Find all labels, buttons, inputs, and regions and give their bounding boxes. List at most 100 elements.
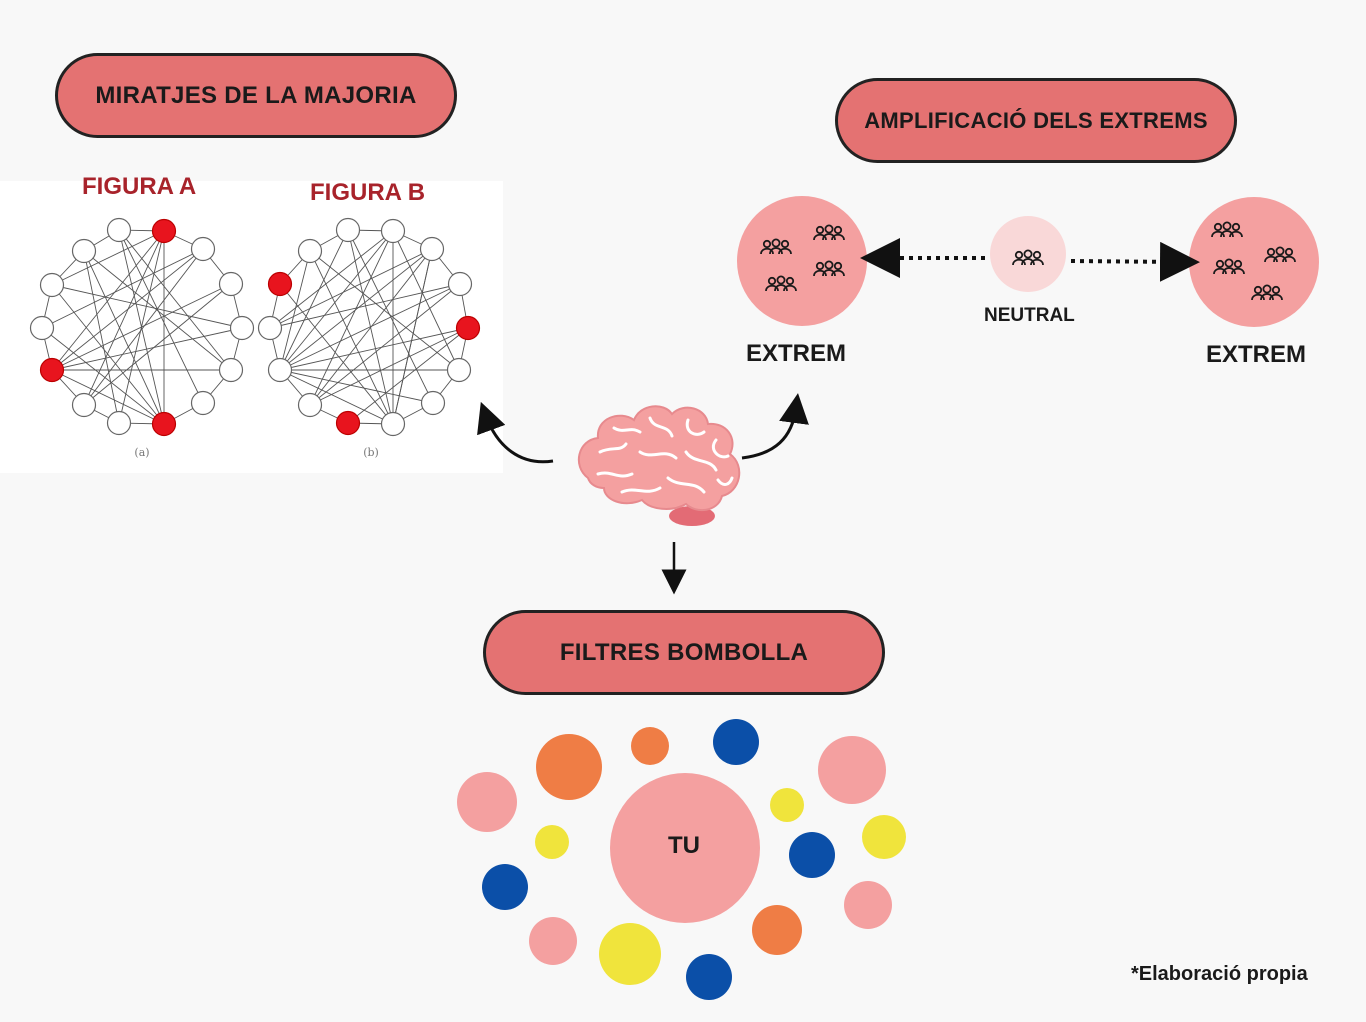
graph-edge [279, 369, 434, 404]
graph-node [297, 392, 323, 418]
graph-edge [51, 284, 165, 425]
graph-node-highlighted [335, 410, 361, 436]
graph-edge [309, 230, 394, 406]
graph-edge [83, 250, 120, 424]
graph-node [106, 217, 132, 243]
graph-edge [83, 230, 165, 406]
graph-node [419, 236, 445, 262]
graph-edge [41, 327, 165, 425]
filter-bubble-title: FILTRES BOMBOLLA [483, 610, 885, 695]
graph-node [190, 390, 216, 416]
graph-node [229, 315, 255, 341]
graph-node-highlighted [151, 218, 177, 244]
graph-edge [392, 230, 460, 371]
graph-node [335, 217, 361, 243]
graph-node [218, 271, 244, 297]
caption-b: (b) [363, 446, 379, 459]
graph-edge [83, 250, 165, 425]
graph-node [218, 357, 244, 383]
graph-node [297, 238, 323, 264]
graph-a [29, 217, 255, 437]
graph-edge [347, 327, 469, 424]
graph-edge [118, 229, 232, 371]
graph-edge [279, 250, 311, 371]
people-group-icon [1012, 249, 1044, 266]
majority-illusion-title: MIRATJES DE LA MAJORIA [55, 53, 457, 138]
bubble [862, 815, 906, 859]
bubble [482, 864, 528, 910]
graph-edge [392, 248, 433, 425]
extreme-left-circle [737, 196, 867, 326]
graph-node-highlighted [151, 411, 177, 437]
bubble [686, 954, 732, 1000]
neutral-circle [990, 216, 1066, 292]
graph-node [446, 357, 472, 383]
people-group-icon [1213, 258, 1245, 275]
graph-node [380, 218, 406, 244]
graph-edge [83, 283, 232, 406]
bubble [789, 832, 835, 878]
people-group-icon [765, 275, 797, 292]
graph-edge [51, 369, 165, 425]
graph-node [106, 410, 132, 436]
graph-edge [118, 229, 204, 404]
graph-b [257, 217, 481, 437]
bubble [770, 788, 804, 822]
network-figures-panel: (a) (b) [0, 181, 503, 473]
people-group-icon [813, 260, 845, 277]
graph-node [39, 272, 65, 298]
graph-node [29, 315, 55, 341]
extreme-right-circle [1189, 197, 1319, 327]
footnote: *Elaboració propia [1131, 963, 1308, 985]
graph-edge [347, 229, 434, 404]
graph-node-highlighted [267, 271, 293, 297]
bubble [536, 734, 602, 800]
graph-edge [279, 327, 469, 371]
graph-node-highlighted [39, 357, 65, 383]
extreme-right-label: EXTREM [1206, 341, 1307, 368]
arrow-to-extremes [741, 393, 809, 460]
graph-node [420, 390, 446, 416]
graph-edge [279, 229, 349, 371]
figure-b-title: FIGURA B [310, 179, 426, 206]
graph-node [267, 357, 293, 383]
brain-icon [578, 405, 741, 526]
people-group-icon [1264, 246, 1296, 263]
bubble [752, 905, 802, 955]
people-group-icon [813, 224, 845, 241]
bubble [599, 923, 661, 985]
neutral-label: NEUTRAL [984, 305, 1075, 326]
bubble [713, 719, 759, 765]
bubble [818, 736, 886, 804]
graph-node [447, 271, 473, 297]
caption-a: (a) [134, 446, 149, 459]
graph-edge [347, 229, 394, 425]
graph-node [190, 236, 216, 262]
bubble [529, 917, 577, 965]
graph-edge [269, 283, 461, 329]
graph-edge [279, 283, 394, 425]
graph-edge [83, 250, 232, 371]
graph-edge [309, 283, 461, 406]
graph-edge [279, 283, 461, 371]
people-group-icon [1251, 284, 1283, 301]
graph-edge [309, 327, 469, 406]
graph-edge [51, 248, 204, 371]
graph-edge [279, 230, 394, 371]
graph-edge [51, 230, 165, 286]
people-group-icon [760, 238, 792, 255]
graph-edge [279, 369, 394, 425]
bubble [844, 881, 892, 929]
graph-node [71, 238, 97, 264]
extremes-amplification-title: AMPLIFICACIÓ DELS EXTREMS [835, 78, 1237, 163]
bubble [535, 825, 569, 859]
graph-edge [269, 248, 433, 329]
extreme-left-label: EXTREM [746, 340, 847, 367]
bubble [457, 772, 517, 832]
graph-edge [51, 284, 243, 329]
graph-edge [309, 250, 460, 371]
graph-edge [309, 248, 433, 406]
graph-edge [83, 248, 204, 406]
graph-edge [51, 230, 165, 371]
graph-edge [118, 229, 165, 425]
